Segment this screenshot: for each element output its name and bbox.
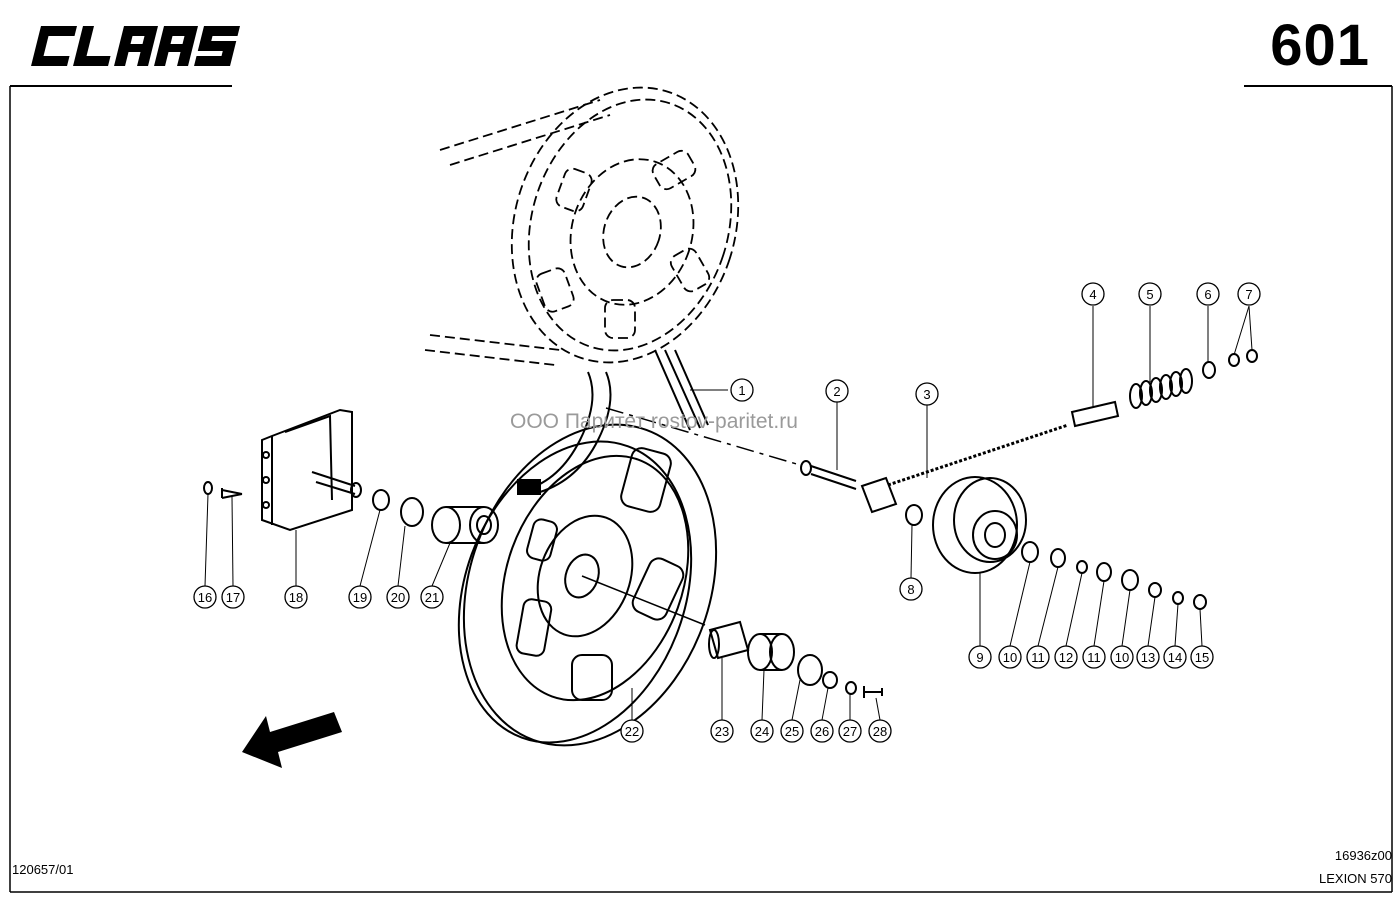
callout: 9 — [968, 645, 992, 669]
idler-pulley-9 — [932, 476, 1027, 574]
callout: 2 — [825, 379, 849, 403]
callout: 5 — [1138, 282, 1162, 306]
svg-text:10: 10 — [1003, 650, 1017, 665]
svg-text:13: 13 — [1141, 650, 1155, 665]
svg-text:20: 20 — [391, 590, 405, 605]
leader-lines — [204, 305, 1253, 721]
bearing-21 — [431, 506, 499, 544]
callout: 25 — [780, 719, 804, 743]
svg-text:5: 5 — [1146, 287, 1153, 302]
svg-text:10: 10 — [1115, 650, 1129, 665]
callout: 11 — [1082, 645, 1106, 669]
svg-text:1: 1 — [738, 383, 745, 398]
callout: 13 — [1136, 645, 1160, 669]
drawing-reference: 120657/01 — [12, 862, 74, 877]
lower-tension-pulley — [457, 423, 718, 747]
callout: 16 — [193, 585, 217, 609]
bolt-2 — [800, 460, 857, 490]
svg-text:9: 9 — [976, 650, 983, 665]
svg-text:6: 6 — [1204, 287, 1211, 302]
svg-text:11: 11 — [1087, 650, 1101, 665]
svg-text:27: 27 — [843, 724, 857, 739]
callout: 1 — [730, 378, 754, 402]
svg-text:4: 4 — [1089, 287, 1096, 302]
nut-8 — [905, 504, 923, 526]
svg-text:19: 19 — [353, 590, 367, 605]
svg-text:23: 23 — [715, 724, 729, 739]
arrow-down-left-icon — [242, 712, 342, 768]
svg-text:21: 21 — [425, 590, 439, 605]
svg-text:18: 18 — [289, 590, 303, 605]
svg-text:28: 28 — [873, 724, 887, 739]
callout: 11 — [1026, 645, 1050, 669]
bracket — [261, 408, 362, 532]
callout: 28 — [868, 719, 892, 743]
svg-text:17: 17 — [226, 590, 240, 605]
callout: 17 — [221, 585, 245, 609]
circlip-20 — [400, 497, 424, 527]
callout: 4 — [1081, 282, 1105, 306]
callout: 14 — [1163, 645, 1187, 669]
svg-text:12: 12 — [1059, 650, 1073, 665]
svg-text:3: 3 — [923, 387, 930, 402]
washer-6 — [1202, 361, 1216, 379]
callout: 21 — [420, 585, 444, 609]
svg-text:8: 8 — [907, 582, 914, 597]
callout: 10 — [998, 645, 1022, 669]
callout: 19 — [348, 585, 372, 609]
callout: 23 — [710, 719, 734, 743]
callout: 8 — [899, 577, 923, 601]
bolt-17 — [221, 488, 243, 499]
svg-text:15: 15 — [1195, 650, 1209, 665]
svg-text:11: 11 — [1031, 650, 1045, 665]
tension-rod-3 — [860, 423, 1069, 514]
callout: 7 — [1237, 282, 1261, 306]
callout: 18 — [284, 585, 308, 609]
bolt-28 — [863, 686, 883, 698]
figure-code: 16936z00 — [1334, 848, 1392, 863]
washer-27 — [845, 681, 857, 695]
callout: 3 — [915, 382, 939, 406]
callout: 24 — [750, 719, 774, 743]
callout: 6 — [1196, 282, 1220, 306]
spring-5 — [1129, 368, 1193, 409]
callout: 10 — [1110, 645, 1134, 669]
bushing-19 — [372, 489, 390, 511]
svg-text:14: 14 — [1168, 650, 1182, 665]
svg-text:7: 7 — [1245, 287, 1252, 302]
page-number: 601 — [1270, 13, 1370, 78]
callout: 26 — [810, 719, 834, 743]
callout: 27 — [838, 719, 862, 743]
circlip-25 — [797, 654, 823, 686]
svg-text:16: 16 — [198, 590, 212, 605]
upper-drive-pulley — [424, 86, 740, 366]
svg-text:2: 2 — [833, 384, 840, 399]
sleeve-4 — [1070, 400, 1120, 428]
callout: 12 — [1054, 645, 1078, 669]
model-name: LEXION 570 — [1319, 871, 1392, 886]
svg-text:24: 24 — [755, 724, 769, 739]
footer-right: 16936z00 LEXION 570 — [1319, 844, 1392, 890]
brand-logo — [31, 26, 241, 66]
svg-text:22: 22 — [625, 724, 639, 739]
svg-text:25: 25 — [785, 724, 799, 739]
callout: 22 — [620, 719, 644, 743]
callout: 15 — [1190, 645, 1214, 669]
svg-text:26: 26 — [815, 724, 829, 739]
washer-26 — [822, 671, 838, 689]
watermark: ООО Паритет rostov-paritet.ru — [510, 410, 798, 433]
callout: 20 — [386, 585, 410, 609]
drive-belt — [517, 349, 709, 495]
